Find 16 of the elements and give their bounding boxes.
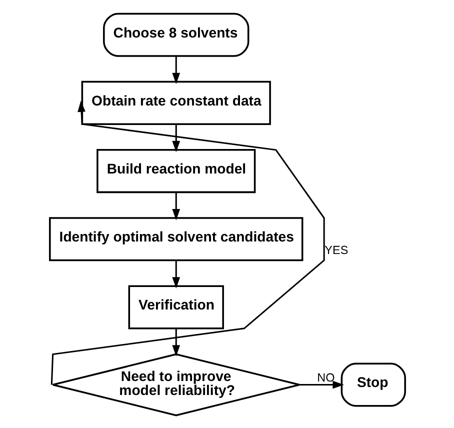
arrow bbox=[299, 380, 344, 388]
arrow bbox=[172, 328, 180, 356]
node-box: Identify optimal solvent candidates bbox=[48, 216, 303, 261]
node-box: Verification bbox=[128, 284, 224, 329]
arrow bbox=[172, 56, 180, 84]
node-box: Obtain rate constant data bbox=[80, 80, 270, 124]
edge-label: NO bbox=[316, 370, 334, 384]
arrow bbox=[172, 124, 180, 152]
node-box: Stop bbox=[340, 362, 406, 406]
node-box: Build reaction model bbox=[96, 148, 256, 193]
edge-label: YES bbox=[324, 244, 348, 257]
arrow bbox=[172, 260, 180, 288]
node-diamond: Need to improve model reliability? bbox=[51, 352, 300, 416]
arrow bbox=[172, 192, 180, 220]
node-box: Choose 8 solvents bbox=[102, 12, 249, 56]
arrow bbox=[50, 100, 324, 384]
